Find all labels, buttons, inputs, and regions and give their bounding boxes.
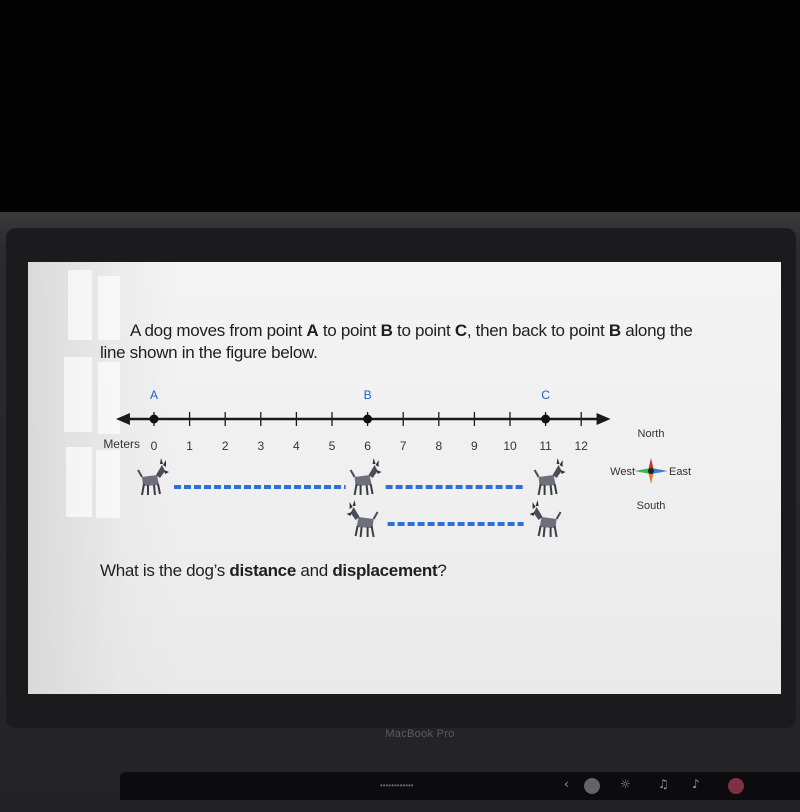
point-b-ref: B bbox=[608, 321, 621, 340]
point-label: C bbox=[541, 388, 550, 402]
slide-screen: A dog moves from point A to point B to p… bbox=[28, 262, 781, 694]
distance-term: distance bbox=[229, 561, 296, 580]
compass-west-label: West bbox=[610, 466, 635, 478]
dog-at-c-icon bbox=[533, 458, 566, 496]
problem-statement: A dog moves from point A to point B to p… bbox=[100, 321, 693, 362]
point-marker bbox=[363, 414, 373, 424]
touchbar-back-icon[interactable]: ‹ bbox=[564, 777, 569, 791]
touchbar-url-hint: •••••••••••• bbox=[380, 781, 414, 790]
compass-north-label: North bbox=[638, 428, 665, 440]
window-reflection bbox=[64, 357, 92, 432]
tick-label: 9 bbox=[471, 439, 478, 453]
tick-label: 11 bbox=[539, 439, 552, 453]
compass-south-label: South bbox=[637, 500, 666, 512]
compass-north-icon bbox=[648, 458, 654, 471]
tick-label: 0 bbox=[151, 439, 158, 453]
tick-label: 6 bbox=[364, 439, 371, 453]
touchbar-brightness-icon[interactable]: ☼ bbox=[620, 777, 631, 791]
tick-label: 12 bbox=[575, 439, 589, 453]
tick-label: 5 bbox=[329, 439, 336, 453]
window-reflection bbox=[98, 276, 120, 340]
compass-center bbox=[648, 468, 654, 474]
tick-label: 8 bbox=[435, 439, 442, 453]
touchbar-siri-icon[interactable] bbox=[584, 778, 600, 794]
touch-bar: •••••••••••• ‹ ☼ ♫ ♪ bbox=[120, 772, 800, 800]
axis-arrow-right-icon bbox=[596, 413, 611, 425]
tick-label: 1 bbox=[186, 439, 193, 453]
tick-label: 10 bbox=[503, 439, 517, 453]
dog-at-b-icon bbox=[349, 458, 382, 496]
compass-east-label: East bbox=[669, 466, 691, 478]
compass-south-icon bbox=[648, 471, 654, 484]
point-a-ref: A bbox=[306, 321, 319, 340]
touchbar-mute-icon[interactable]: ♪ bbox=[692, 777, 700, 791]
axis-arrow-left-icon bbox=[115, 413, 130, 425]
window-reflection bbox=[96, 450, 120, 518]
dog-return-end-icon bbox=[529, 500, 562, 538]
window-reflection bbox=[66, 447, 92, 517]
point-label: A bbox=[150, 388, 158, 402]
dog-at-a-icon bbox=[137, 458, 169, 496]
question-text: What is the dog’s distance and displacem… bbox=[100, 561, 447, 580]
compass-east-icon bbox=[651, 468, 668, 474]
displacement-term: displacement bbox=[332, 561, 438, 580]
axis-label: Meters bbox=[103, 437, 140, 451]
tick-label: 3 bbox=[257, 439, 264, 453]
point-label: B bbox=[364, 388, 372, 402]
tick-label: 7 bbox=[400, 439, 407, 453]
point-b-ref: B bbox=[380, 321, 393, 340]
compass-west-icon bbox=[634, 468, 651, 474]
window-reflection bbox=[68, 270, 92, 340]
tick-label: 4 bbox=[293, 439, 300, 453]
point-c-ref: C bbox=[454, 321, 467, 340]
point-marker bbox=[541, 414, 551, 424]
touchbar-siri-orb-icon[interactable] bbox=[728, 778, 744, 794]
macbook-label: MacBook Pro bbox=[385, 728, 455, 740]
point-marker bbox=[149, 414, 159, 424]
tick-label: 2 bbox=[222, 439, 229, 453]
dog-return-start-icon bbox=[346, 500, 379, 538]
touchbar-volume-icon[interactable]: ♫ bbox=[658, 777, 669, 791]
window-reflection bbox=[98, 362, 120, 434]
